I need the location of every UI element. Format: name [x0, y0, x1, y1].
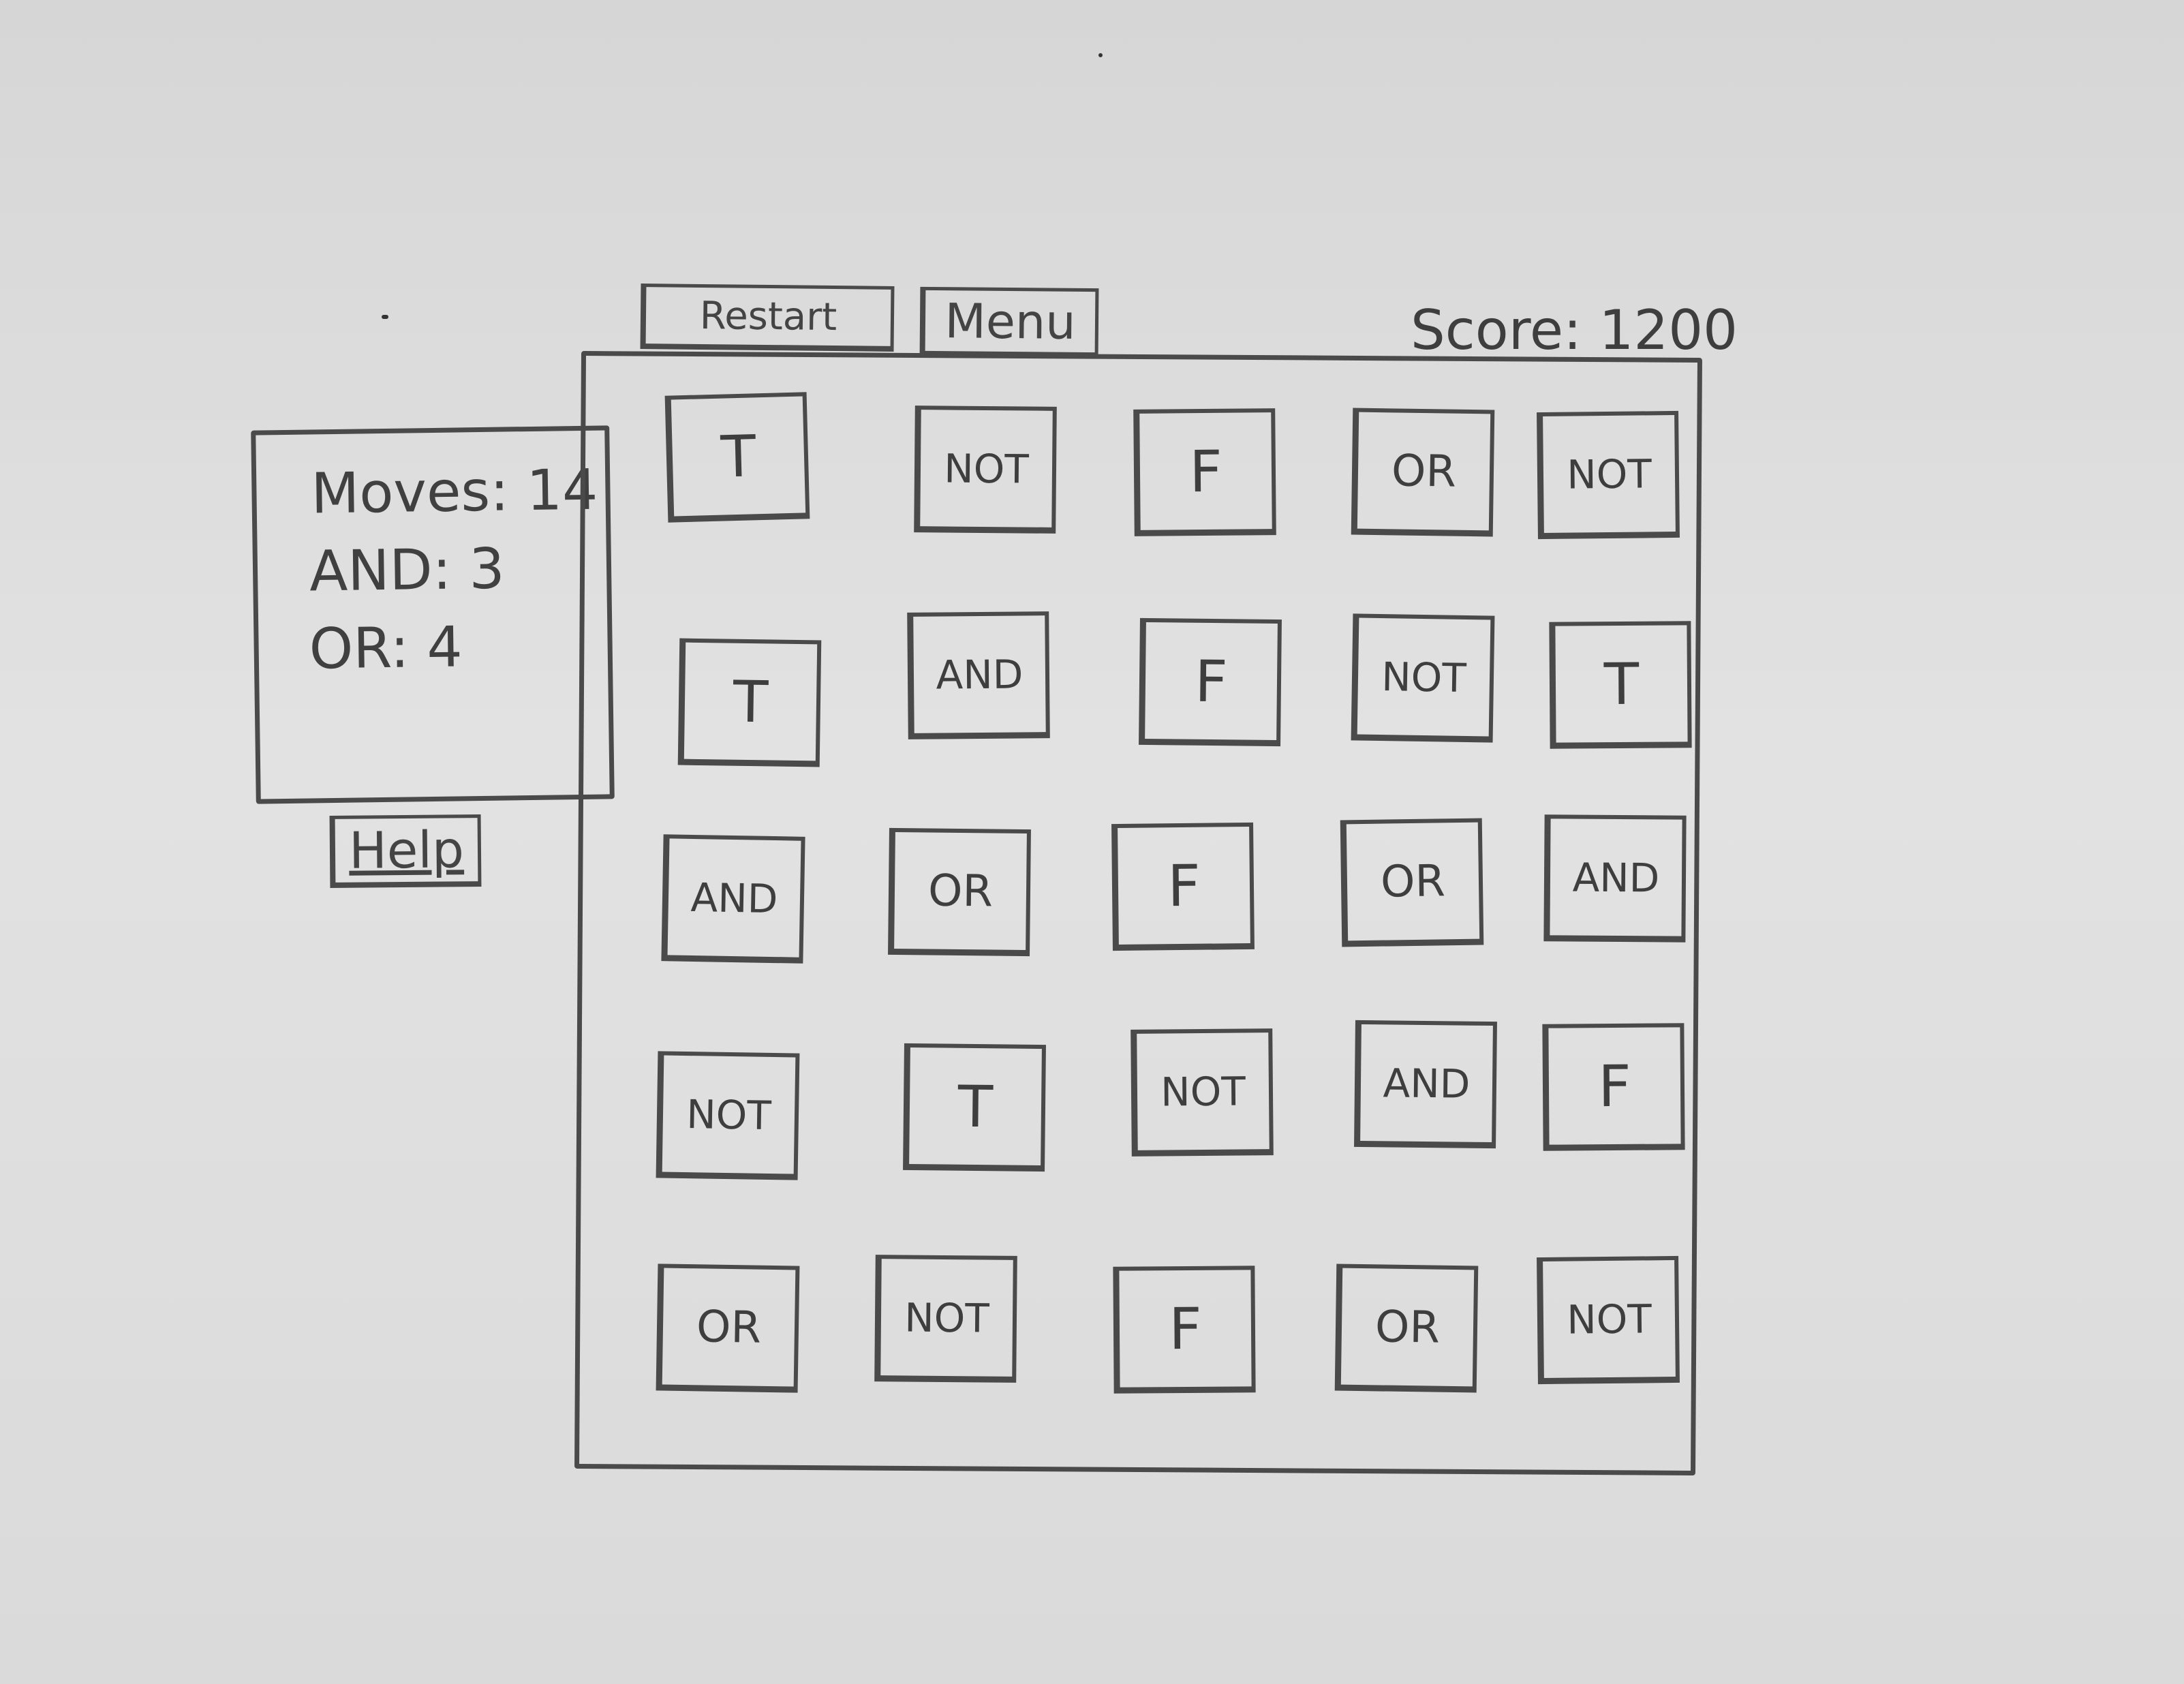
- tile-r1-c1[interactable]: T: [664, 392, 810, 523]
- tile-label: NOT: [1566, 450, 1652, 498]
- tile-r4-c2[interactable]: T: [903, 1043, 1046, 1172]
- tile-r2-c1[interactable]: T: [677, 638, 822, 767]
- tile-r2-c3[interactable]: F: [1139, 617, 1282, 747]
- tile-r4-c5[interactable]: F: [1542, 1023, 1685, 1151]
- tile-label: NOT: [1160, 1067, 1246, 1116]
- tile-r3-c3[interactable]: F: [1111, 822, 1255, 951]
- tile-label: NOT: [1566, 1295, 1652, 1343]
- tile-label: OR: [1391, 445, 1457, 497]
- restart-button[interactable]: Restart: [640, 284, 895, 352]
- tile-label: AND: [690, 874, 778, 922]
- tile-r4-c4[interactable]: AND: [1354, 1020, 1497, 1149]
- tile-label: AND: [1572, 854, 1660, 901]
- tile-r1-c3[interactable]: F: [1133, 408, 1276, 536]
- tile-r5-c4[interactable]: OR: [1334, 1264, 1479, 1393]
- tile-r3-c1[interactable]: AND: [661, 834, 805, 964]
- tile-r1-c4[interactable]: OR: [1351, 408, 1495, 537]
- tile-r3-c4[interactable]: OR: [1340, 818, 1484, 947]
- tile-label: T: [720, 422, 757, 491]
- tile-r5-c2[interactable]: NOT: [874, 1255, 1017, 1383]
- tile-label: OR: [1374, 1301, 1441, 1353]
- tile-r5-c1[interactable]: OR: [656, 1264, 800, 1393]
- menu-button[interactable]: Menu: [919, 286, 1099, 358]
- tile-label: F: [1597, 1052, 1631, 1120]
- tile-label: F: [1188, 438, 1223, 505]
- tile-label: AND: [1383, 1059, 1471, 1107]
- tile-label: OR: [1380, 855, 1446, 908]
- tile-label: F: [1194, 647, 1229, 715]
- stats-panel: Moves: 14 AND: 3 OR: 4: [251, 425, 615, 804]
- tile-label: T: [957, 1073, 994, 1140]
- tile-r2-c4[interactable]: NOT: [1351, 613, 1495, 743]
- moves-counter: Moves: 14: [310, 457, 598, 527]
- tile-label: NOT: [1381, 653, 1467, 701]
- tile-r5-c5[interactable]: NOT: [1537, 1255, 1680, 1385]
- help-button[interactable]: Help: [329, 814, 482, 888]
- tile-label: AND: [936, 650, 1024, 699]
- tile-r1-c5[interactable]: NOT: [1537, 410, 1680, 540]
- tile-r2-c2[interactable]: AND: [907, 611, 1050, 739]
- tile-r2-c5[interactable]: T: [1549, 621, 1692, 749]
- and-counter: AND: 3: [309, 536, 506, 604]
- tile-label: OR: [927, 866, 994, 917]
- tile-r5-c3[interactable]: F: [1113, 1266, 1256, 1394]
- tile-label: T: [1603, 650, 1640, 718]
- tile-r4-c3[interactable]: NOT: [1131, 1028, 1274, 1157]
- tile-label: NOT: [686, 1090, 772, 1139]
- or-counter: OR: 4: [309, 615, 463, 682]
- score-display: Score: 1200: [1411, 298, 1738, 362]
- tile-label: NOT: [943, 444, 1030, 493]
- tile-r1-c2[interactable]: NOT: [914, 405, 1057, 534]
- tile-r3-c2[interactable]: OR: [888, 827, 1031, 957]
- tile-label: T: [733, 668, 769, 735]
- pencil-mark: [1098, 53, 1103, 57]
- tile-label: NOT: [904, 1293, 990, 1342]
- tile-label: OR: [696, 1301, 762, 1353]
- tile-label: F: [1167, 852, 1201, 919]
- tile-r4-c1[interactable]: NOT: [656, 1051, 800, 1180]
- pencil-mark: [382, 315, 388, 319]
- tile-label: F: [1168, 1295, 1202, 1362]
- tile-r3-c5[interactable]: AND: [1543, 814, 1687, 943]
